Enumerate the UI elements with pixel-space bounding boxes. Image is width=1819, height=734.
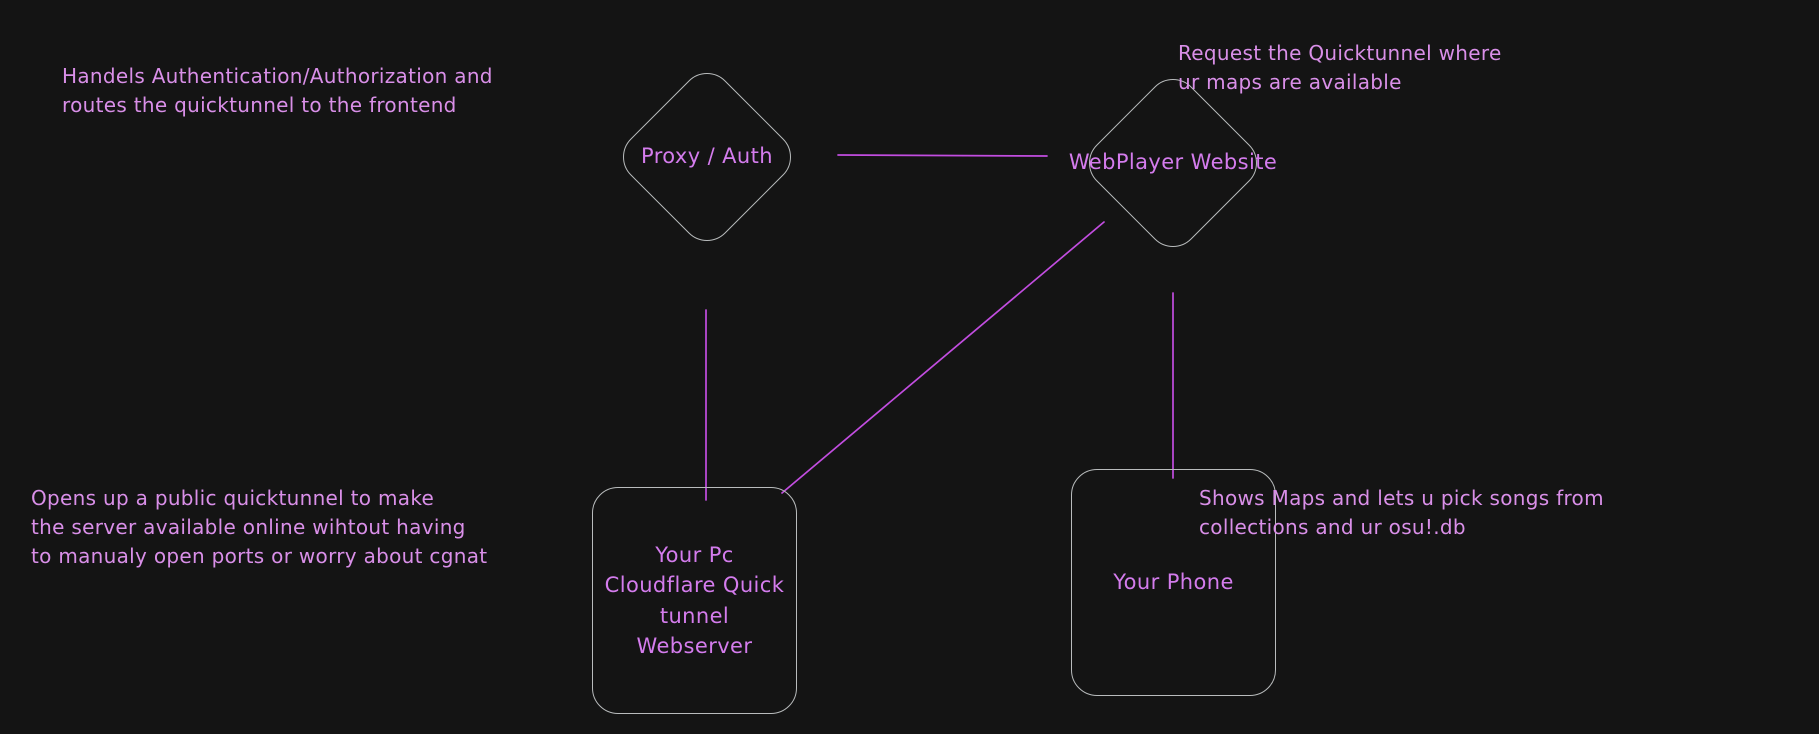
node-your-pc[interactable]: Your Pc Cloudflare Quick tunnel Webserve… [592,487,797,714]
node-your-pc-label: Your Pc Cloudflare Quick tunnel Webserve… [604,542,785,658]
edge-proxy-to-webplayer [837,154,1048,157]
node-proxy-auth[interactable]: Proxy / Auth [612,62,802,252]
edge-webplayer-to-your-pc [781,221,1105,494]
annotation-webplayer-website: Request the Quicktunnel where ur maps ar… [1178,41,1502,94]
node-proxy-auth-label: Proxy / Auth [641,144,773,169]
annotation-your-phone: Shows Maps and lets u pick songs from co… [1199,486,1604,539]
node-webplayer-website-label: WebPlayer Website [1068,150,1278,175]
annotation-proxy-auth: Handels Authentication/Authorization and… [62,64,493,117]
node-your-phone-label: Your Phone [1113,570,1234,595]
annotation-your-pc: Opens up a public quicktunnel to make th… [31,486,488,568]
